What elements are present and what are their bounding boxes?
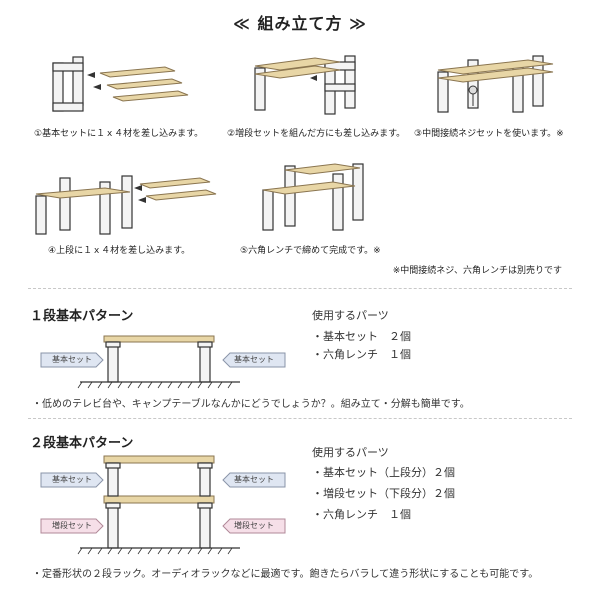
pattern2-tag-lower-left: 増段セット (40, 518, 104, 534)
pattern2-tag-upper-right: 基本セット (222, 472, 286, 488)
pattern2-part-1: ・基本セット（上段分）２個 (312, 466, 455, 479)
step4-illustration (35, 175, 217, 235)
pattern2-diagram (77, 455, 240, 555)
step2-caption: ②増段セットを組んだ方にも差し込みます。 (227, 129, 406, 139)
step3-illustration (437, 55, 554, 113)
pattern1-title: １段基本パターン (30, 309, 134, 324)
step4-caption: ④上段に１ｘ４材を差し込みます。 (48, 246, 191, 256)
pattern2-tag-lower-right: 増段セット (222, 518, 286, 534)
pattern2-part-2: ・増段セット（下段分）２個 (312, 487, 455, 500)
pattern1-part-2: ・六角レンチ １個 (312, 348, 411, 361)
pattern2-title: ２段基本パターン (30, 436, 134, 451)
page-title: ≪ 組み立て方 ≫ (233, 14, 367, 33)
separate-sale-note: ※中間接続ネジ、六角レンチは別売りです (392, 266, 562, 276)
pattern1-part-1: ・基本セット ２個 (312, 330, 411, 343)
pattern1-tag-right: 基本セット (222, 352, 286, 368)
step1-illustration (52, 56, 189, 112)
divider-top (28, 288, 572, 289)
pattern2-description: ・定番形状の２段ラック。オーディオラックなどに最適です。飽きたらバラして違う形状… (32, 569, 539, 580)
step3-caption: ③中間接続ネジセットを使います。※ (414, 129, 564, 139)
pattern1-diagram (77, 335, 240, 389)
step2-illustration (254, 55, 356, 115)
step1-caption: ①基本セットに１ｘ４材を差し込みます。 (34, 129, 204, 139)
pattern1-tag-left: 基本セット (40, 352, 104, 368)
pattern1-description: ・低めのテレビ台や、キャンプテーブルなんかにどうでしょうか？。組み立て・分解も簡… (32, 399, 470, 410)
step5-caption: ⑤六角レンチで締めて完成です。※ (240, 246, 381, 256)
step5-illustration (262, 163, 364, 231)
divider-bottom (28, 418, 572, 419)
pattern2-part-3: ・六角レンチ １個 (312, 508, 411, 521)
pattern2-parts-title: 使用するパーツ (312, 446, 389, 459)
pattern2-tag-upper-left: 基本セット (40, 472, 104, 488)
pattern1-parts-title: 使用するパーツ (312, 309, 389, 322)
